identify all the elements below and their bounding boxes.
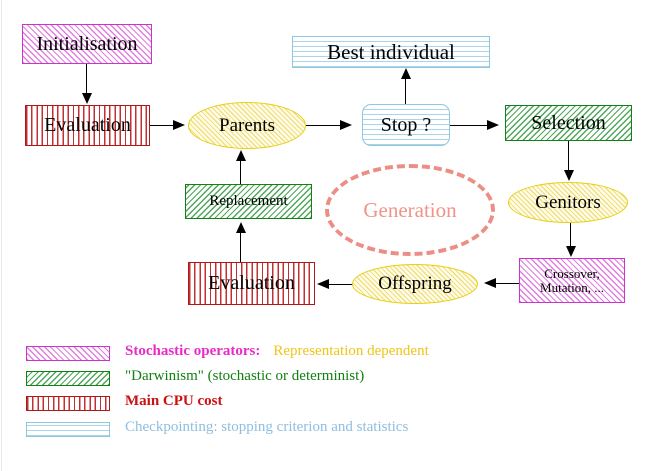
edge-genitors-to-operators	[570, 223, 572, 249]
edge-offspring-to-eval	[322, 284, 354, 286]
node-best-individual[interactable]: Best individual	[292, 36, 490, 68]
arrowhead-genitors-to-operators	[565, 246, 576, 257]
node-evaluation-bottom[interactable]: Evaluation	[188, 262, 315, 305]
node-selection-label: Selection	[531, 111, 606, 134]
edge-eval-to-parents	[150, 125, 178, 127]
legend-text-stochastic-operators: Stochastic operators:	[125, 343, 261, 359]
legend-row-stochastic: Stochastic operators: Representation depe…	[26, 343, 646, 362]
edge-stop-to-best	[405, 70, 407, 106]
node-parents[interactable]: Parents	[188, 102, 306, 149]
node-offspring-label: Offspring	[378, 273, 452, 295]
node-generation-label: Generation	[363, 197, 457, 222]
edge-eval-to-replacement	[240, 225, 242, 263]
edge-replacement-to-parents	[240, 160, 242, 185]
node-replacement-label: Replacement	[209, 192, 288, 209]
arrowhead-stop-to-best	[400, 68, 411, 79]
node-operators-label: Crossover, Mutation, ...	[540, 265, 604, 295]
edge-stop-to-selection	[450, 125, 490, 127]
node-best-individual-label: Best individual	[327, 39, 455, 64]
legend-swatch-green-diagonal-hatch-icon	[26, 371, 110, 386]
node-replacement[interactable]: Replacement	[185, 184, 312, 219]
arrowhead-parents-to-stop	[340, 119, 352, 130]
node-evaluation-top[interactable]: Evaluation	[25, 105, 150, 146]
legend-text-representation-dependent: Representation dependent	[273, 343, 429, 359]
arrowhead-replacement-to-parents	[235, 150, 246, 161]
edge-operators-to-offspring	[488, 283, 520, 285]
legend-text-main-cpu-cost: Main CPU cost	[125, 393, 223, 409]
node-genitors-label: Genitors	[535, 191, 601, 213]
legend-label-checkpointing: Checkpointing: stopping criterion and st…	[125, 419, 408, 436]
edge-parents-to-stop	[306, 125, 344, 127]
left-frame-line	[1, 0, 2, 471]
node-evaluation-top-label: Evaluation	[44, 114, 131, 136]
node-initialisation-label: Initialisation	[36, 32, 138, 55]
arrowhead-selection-to-genitors	[563, 170, 574, 181]
node-initialisation[interactable]: Initialisation	[22, 24, 152, 64]
arrowhead-stop-to-selection	[487, 119, 499, 130]
arrowhead-offspring-to-eval	[317, 278, 329, 289]
legend-swatch-red-vertical-hatch-icon	[26, 396, 110, 411]
node-evaluation-bottom-label: Evaluation	[208, 272, 295, 294]
node-stop[interactable]: Stop ?	[362, 104, 450, 146]
legend-label-cpu-cost: Main CPU cost	[125, 393, 223, 410]
node-parents-label: Parents	[219, 114, 275, 136]
node-offspring[interactable]: Offspring	[352, 264, 478, 304]
edge-selection-to-genitors	[568, 141, 570, 173]
legend-row-cpu-cost: Main CPU cost	[26, 393, 646, 412]
legend-text-darwinism: "Darwinism" (stochastic or determinist)	[125, 368, 365, 384]
legend-row-darwinism: "Darwinism" (stochastic or determinist)	[26, 368, 646, 387]
legend-label-darwinism: "Darwinism" (stochastic or determinist)	[125, 368, 364, 385]
legend-swatch-blue-horizontal-hatch-icon	[26, 422, 110, 437]
legend-label-stochastic: Stochastic operators: Representation depe…	[125, 343, 429, 360]
node-generation[interactable]: Generation	[325, 164, 495, 256]
node-stop-label: Stop ?	[380, 113, 432, 136]
legend-swatch-magenta-diagonal-hatch-icon	[26, 346, 110, 361]
arrowhead-eval-to-parents	[173, 119, 185, 130]
node-operators[interactable]: Crossover, Mutation, ...	[519, 258, 625, 303]
arrowhead-init-to-eval	[81, 93, 92, 104]
legend-row-checkpointing: Checkpointing: stopping criterion and st…	[26, 419, 646, 438]
node-genitors[interactable]: Genitors	[508, 182, 628, 223]
edge-init-to-eval	[86, 64, 88, 96]
legend-text-checkpointing: Checkpointing: stopping criterion and st…	[125, 419, 409, 435]
node-selection[interactable]: Selection	[505, 105, 632, 141]
arrowhead-eval-to-replacement	[235, 222, 246, 233]
arrowhead-operators-to-offspring	[484, 277, 496, 288]
